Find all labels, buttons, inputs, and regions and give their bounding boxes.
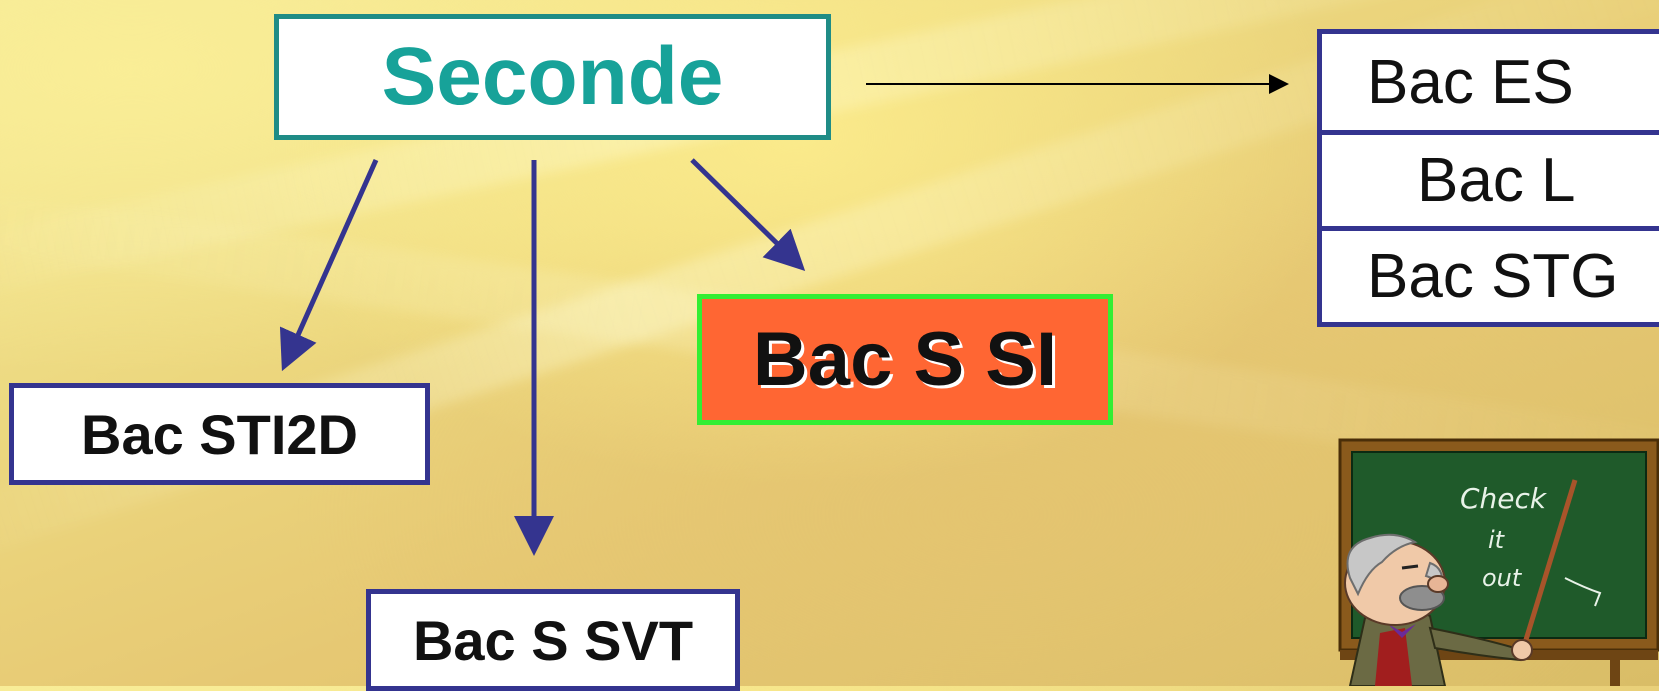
- chalk-text-check: Check: [1460, 482, 1548, 515]
- other-bacs-list: Bac ES Bac L Bac STG: [1317, 29, 1659, 327]
- node-bac-sti2d-label: Bac STI2D: [81, 402, 358, 466]
- list-item-bac-stg: Bac STG: [1322, 226, 1659, 322]
- node-bac-s-svt-label: Bac S SVT: [412, 608, 694, 672]
- chalk-text-out: out: [1482, 564, 1523, 592]
- node-bac-sti2d: Bac STI2D: [9, 383, 430, 485]
- arrow-to-sti2d: [279, 158, 379, 372]
- list-item-bac-l: Bac L: [1322, 130, 1659, 226]
- node-bac-s-si: Bac S SI: [697, 294, 1113, 425]
- teacher-chalkboard-illustration: Check it out: [1338, 438, 1659, 686]
- chalk-text-it: it: [1488, 526, 1506, 554]
- list-item-label: Bac L: [1417, 146, 1576, 215]
- list-item-bac-es: Bac ES: [1322, 34, 1659, 130]
- arrow-to-si: [690, 158, 806, 272]
- node-bac-s-si-label: Bac S SI: [752, 317, 1058, 402]
- list-item-label: Bac STG: [1367, 242, 1619, 311]
- node-bac-s-svt: Bac S SVT: [366, 589, 740, 691]
- list-item-label: Bac ES: [1367, 47, 1574, 117]
- node-seconde: Seconde: [274, 14, 831, 140]
- node-seconde-label: Seconde: [381, 31, 724, 122]
